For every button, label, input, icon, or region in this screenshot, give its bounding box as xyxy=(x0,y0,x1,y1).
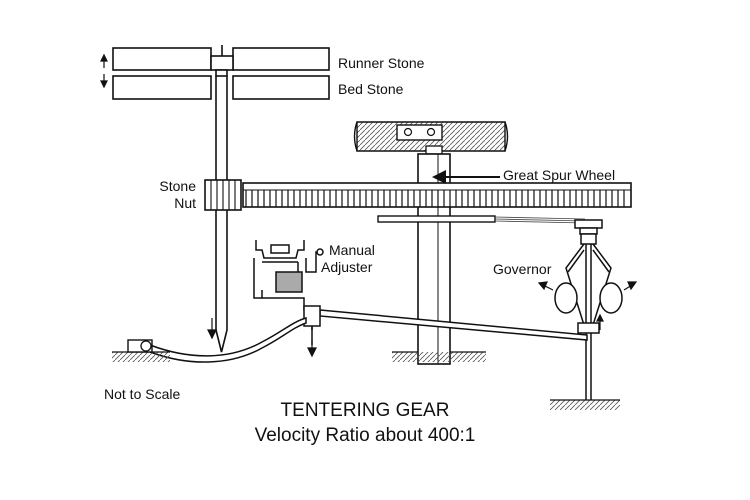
great-spur-wheel-label: Great Spur Wheel xyxy=(503,167,616,183)
governor-drive-pulley xyxy=(377,215,496,223)
bed-stone-label: Bed Stone xyxy=(338,81,404,97)
governor-motion-arrows-icon xyxy=(537,281,638,330)
stone-nut-label-line1: Stone xyxy=(159,178,196,194)
stone-gap-arrows-icon xyxy=(100,53,108,89)
adjuster-motion-arrow-icon xyxy=(307,340,317,358)
diagram-subtitle: Velocity Ratio about 400:1 xyxy=(254,425,476,446)
drive-belt xyxy=(494,216,586,224)
manual-adjuster-label-line2: Adjuster xyxy=(321,259,373,275)
runner-stone xyxy=(112,47,330,71)
spur-wheel-pointer-arrow-icon xyxy=(432,170,500,184)
governor xyxy=(554,219,623,400)
tentering-lever xyxy=(319,309,588,341)
bridge-tree-pivot xyxy=(112,339,170,362)
diagram-title: TENTERING GEAR xyxy=(280,400,450,421)
governor-label: Governor xyxy=(493,261,552,277)
governor-floor xyxy=(550,399,620,410)
stone-nut xyxy=(204,179,242,211)
main-shaft-floor xyxy=(392,351,486,362)
manual-adjuster-label-line1: Manual xyxy=(329,242,375,258)
stone-nut-label-line2: Nut xyxy=(174,195,196,211)
bridge-tree-lever xyxy=(149,317,307,363)
great-spur-wheel xyxy=(242,182,632,208)
runner-stone-label: Runner Stone xyxy=(338,55,425,71)
not-to-scale-label: Not to Scale xyxy=(104,386,181,402)
spindle-motion-arrow-icon xyxy=(207,318,217,340)
upper-beam xyxy=(353,121,509,155)
bed-stone xyxy=(112,75,330,100)
manual-adjuster xyxy=(253,240,324,345)
